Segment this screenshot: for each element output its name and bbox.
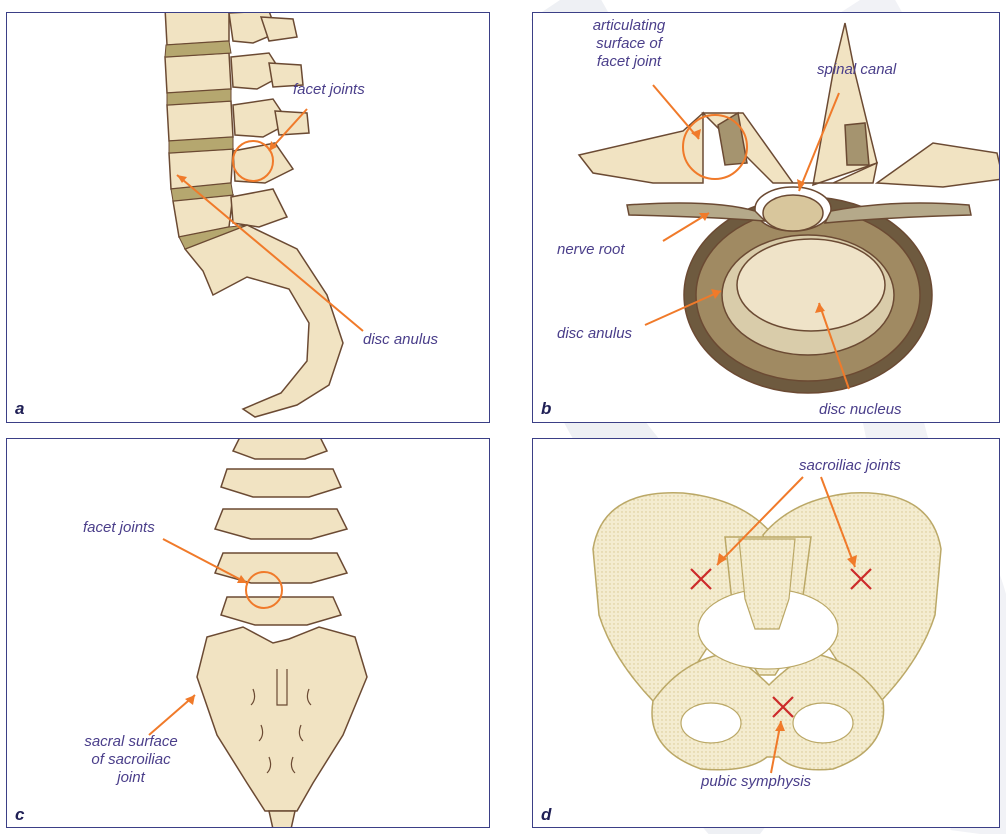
panel-c: facet joints sacral surface of sacroilia… [6,438,490,828]
panel-d: sacroiliac joints pubic symphysis d [532,438,1000,828]
panel-letter: b [541,399,551,419]
label-sacral-line3: joint [71,769,191,787]
lumbar-spine-side-view [7,13,490,423]
panel-letter: a [15,399,24,419]
label-spinal-canal: spinal canal [817,61,896,79]
panel-b: articulating surface of facet joint spin… [532,12,1000,423]
label-sacral-line2: of sacroiliac [71,751,191,769]
label-sacroiliac-joints: sacroiliac joints [799,457,901,475]
label-articulating-line2: surface of [581,35,677,53]
panel-letter: d [541,805,551,825]
label-facet-joints: facet joints [293,81,365,99]
label-sacral-line1: sacral surface [71,733,191,751]
panel-a: facet joints disc anulus a [6,12,490,423]
label-disc-nucleus: disc nucleus [819,401,902,419]
vertebra-top-view [533,13,1000,423]
label-articulating-line1: articulating [581,17,677,35]
label-sacral-surface: sacral surface of sacroiliac joint [71,733,191,787]
label-articulating-surface: articulating surface of facet joint [581,17,677,71]
label-pubic-symphysis: pubic symphysis [701,773,811,791]
panel-letter: c [15,805,24,825]
label-articulating-line3: facet joint [581,53,677,71]
label-disc-anulus: disc anulus [557,325,632,343]
label-disc-anulus: disc anulus [363,331,438,349]
label-facet-joints: facet joints [83,519,155,537]
label-nerve-root: nerve root [557,241,625,259]
pelvis-front-view [533,439,1000,828]
